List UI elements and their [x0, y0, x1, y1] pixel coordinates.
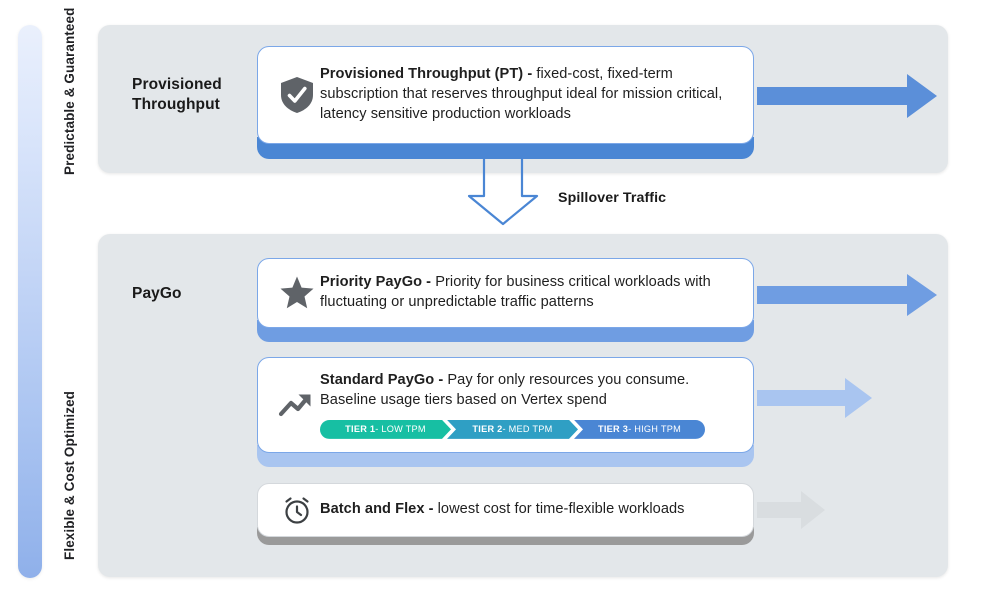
tier-3-desc: - HIGH TPM: [628, 424, 681, 435]
card-text-priority: Priority PayGo - Priority for business c…: [320, 273, 739, 313]
flow-arrow-pt: [757, 74, 937, 123]
spillover-arrow-icon: [466, 148, 540, 231]
card-title-pt: Provisioned Throughput (PT) -: [320, 66, 533, 83]
card-title-priority: Priority PayGo -: [320, 274, 432, 291]
card-surface-pt[interactable]: Provisioned Throughput (PT) - fixed-cost…: [257, 46, 754, 144]
tier-badge-3: TIER 3 - HIGH TPM: [574, 419, 705, 439]
tier-2-number: TIER 2: [472, 424, 503, 435]
card-surface-priority[interactable]: Priority PayGo - Priority for business c…: [257, 258, 754, 328]
tier-2-desc: - MED TPM: [502, 424, 553, 435]
card-standard-paygo[interactable]: Standard PayGo - Pay for only resources …: [257, 357, 754, 467]
card-body-priority: Priority PayGo - Priority for business c…: [320, 273, 739, 313]
spectrum-gradient-bar: [18, 25, 42, 578]
card-surface-batch[interactable]: Batch and Flex - lowest cost for time-fl…: [257, 483, 754, 537]
tier-1-number: TIER 1: [345, 424, 376, 435]
card-desc-standard: Pay for only resources you consume. Base…: [320, 372, 690, 408]
card-desc-batch: lowest cost for time-flexible workloads: [433, 501, 685, 518]
card-text-batch: Batch and Flex - lowest cost for time-fl…: [320, 500, 739, 520]
panel-title-paygo: PayGo: [132, 285, 182, 302]
axis-label-predictable: Predictable & Guaranteed: [62, 7, 77, 175]
flow-arrow-priority: [757, 274, 937, 321]
card-priority-paygo[interactable]: Priority PayGo - Priority for business c…: [257, 258, 754, 342]
card-title-standard: Standard PayGo -: [320, 372, 444, 389]
card-batch-and-flex[interactable]: Batch and Flex - lowest cost for time-fl…: [257, 483, 754, 545]
flow-arrow-batch: [757, 491, 825, 534]
panel-title-line-2: Throughput: [132, 96, 220, 114]
tier-3-number: TIER 3: [598, 424, 629, 435]
tier-1-desc: - LOW TPM: [375, 424, 426, 435]
shield-check-icon: [274, 76, 320, 114]
card-body-standard: Standard PayGo - Pay for only resources …: [320, 371, 739, 439]
panel-title-line-1: Provisioned: [132, 76, 222, 93]
tier-badge-1: TIER 1 - LOW TPM: [320, 420, 451, 439]
card-provisioned-throughput[interactable]: Provisioned Throughput (PT) - fixed-cost…: [257, 46, 754, 159]
tier-badge-2: TIER 2 - MED TPM: [447, 420, 578, 439]
alarm-clock-icon: [274, 494, 320, 526]
card-body-pt: Provisioned Throughput (PT) - fixed-cost…: [320, 65, 739, 125]
card-desc-pt: fixed-cost, fixed-term subscription that…: [320, 66, 723, 122]
star-icon: [274, 275, 320, 311]
card-body-batch: Batch and Flex - lowest cost for time-fl…: [320, 500, 739, 520]
card-surface-standard[interactable]: Standard PayGo - Pay for only resources …: [257, 357, 754, 453]
flow-arrow-standard: [757, 378, 872, 423]
card-text-standard: Standard PayGo - Pay for only resources …: [320, 371, 739, 411]
card-title-batch: Batch and Flex -: [320, 501, 434, 518]
panel-title-provisioned-throughput: Provisioned Throughput: [132, 75, 262, 116]
axis-label-flexible: Flexible & Cost Optimized: [62, 390, 77, 560]
spillover-traffic-label: Spillover Traffic: [558, 190, 667, 206]
tier-bar: TIER 1 - LOW TPM TIER 2 - MED TPM TIER 3…: [320, 419, 705, 439]
card-desc-priority: Priority for business critical workloads…: [320, 274, 711, 310]
card-text-pt: Provisioned Throughput (PT) - fixed-cost…: [320, 65, 739, 125]
trending-up-icon: [274, 389, 320, 421]
